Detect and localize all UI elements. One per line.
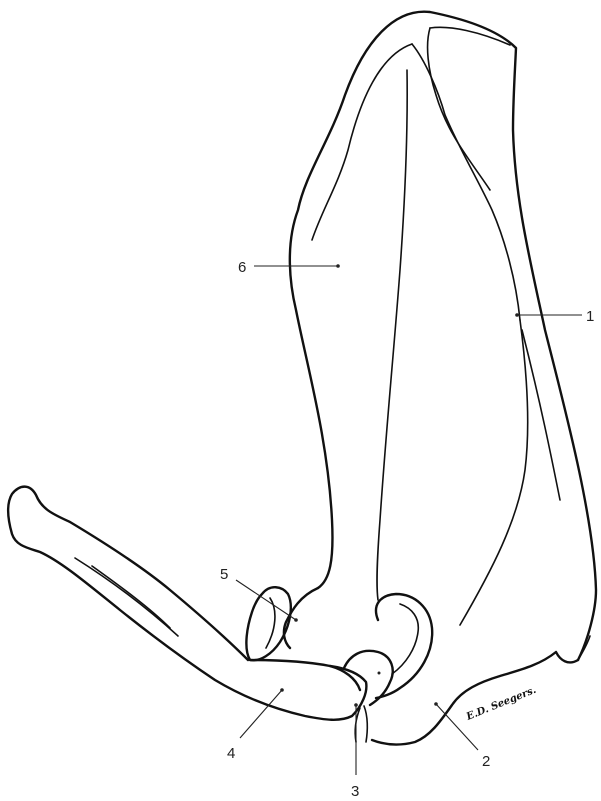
blade-ridge <box>377 70 407 600</box>
label-6: 6 <box>238 259 246 276</box>
clavicle-outline <box>8 487 366 720</box>
label-3: 3 <box>351 783 359 800</box>
leader-5 <box>236 580 296 620</box>
labels: 1 2 3 4 5 6 <box>220 259 594 800</box>
coracoid-inner <box>392 604 418 674</box>
superior-angle-inner <box>412 44 520 320</box>
leader-dot-6 <box>336 264 340 268</box>
scapula <box>290 12 596 745</box>
clavicle-acromial-end <box>250 660 360 690</box>
clavicle <box>8 487 366 720</box>
infraglenoid-notch <box>364 706 367 742</box>
leader-dot-3 <box>354 703 358 707</box>
coracoid-process <box>376 594 432 698</box>
glenoid-dot <box>378 672 381 675</box>
leader-dot-1 <box>515 313 519 317</box>
inferior-angle-curl <box>578 636 590 660</box>
lateral-border <box>460 320 528 625</box>
label-4: 4 <box>227 745 235 762</box>
superior-angle-top <box>430 27 510 45</box>
leader-dot-2 <box>434 702 438 706</box>
superior-angle-border <box>428 28 490 190</box>
label-2: 2 <box>482 753 490 770</box>
label-1: 1 <box>586 308 594 325</box>
clavicle-shaft-line <box>75 558 178 636</box>
leader-dot-4 <box>280 688 284 692</box>
spine-ridge <box>312 44 412 240</box>
label-5: 5 <box>220 566 228 583</box>
artist-signature: E.D. Seegers. <box>464 685 538 723</box>
inferior-border <box>372 652 578 744</box>
leaders <box>236 264 582 775</box>
leader-dot-5 <box>294 618 298 622</box>
